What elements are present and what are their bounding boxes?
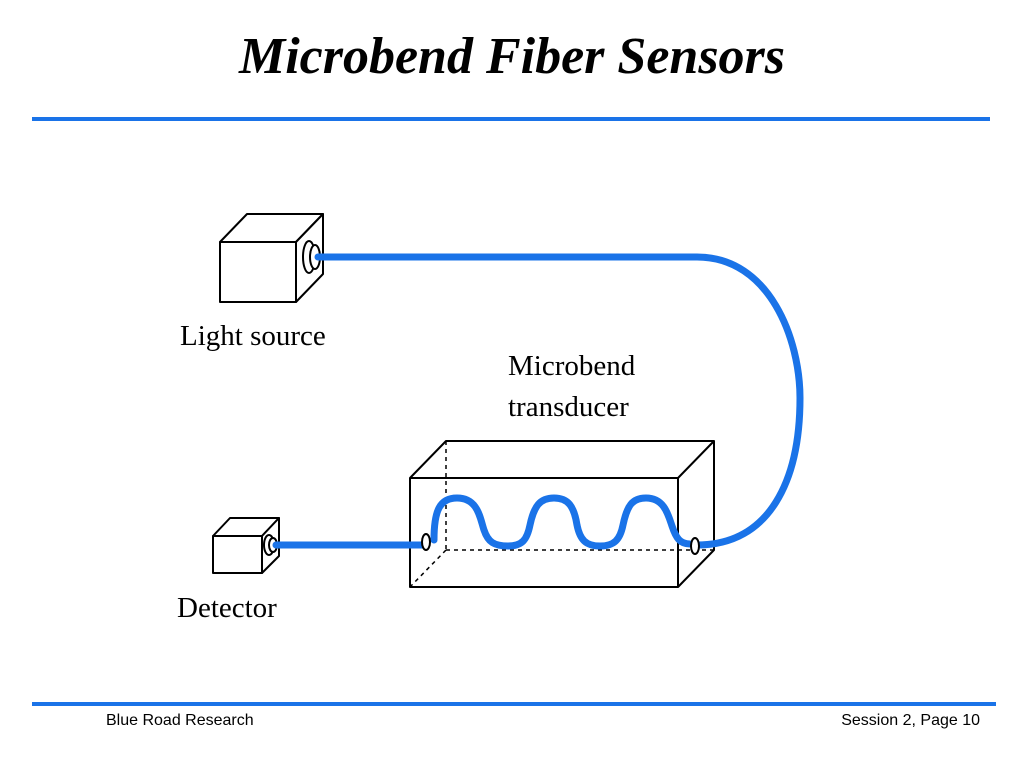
transducer-label-line1: Microbend bbox=[508, 350, 636, 382]
footer-company: Blue Road Research bbox=[106, 712, 254, 729]
transducer-connector-right bbox=[690, 537, 700, 555]
microbend-fiber bbox=[430, 494, 694, 550]
transducer-label-line2: transducer bbox=[508, 391, 629, 423]
input-fiber bbox=[314, 253, 804, 549]
footer-divider bbox=[32, 702, 996, 706]
light-source-label: Light source bbox=[180, 320, 326, 352]
light-source-box bbox=[219, 213, 324, 303]
detector-label: Detector bbox=[177, 592, 277, 624]
slide-title: Microbend Fiber Sensors bbox=[238, 28, 786, 85]
title-divider bbox=[32, 117, 990, 121]
footer-page-number: Session 2, Page 10 bbox=[841, 712, 980, 729]
transducer-connector-left bbox=[421, 533, 431, 551]
